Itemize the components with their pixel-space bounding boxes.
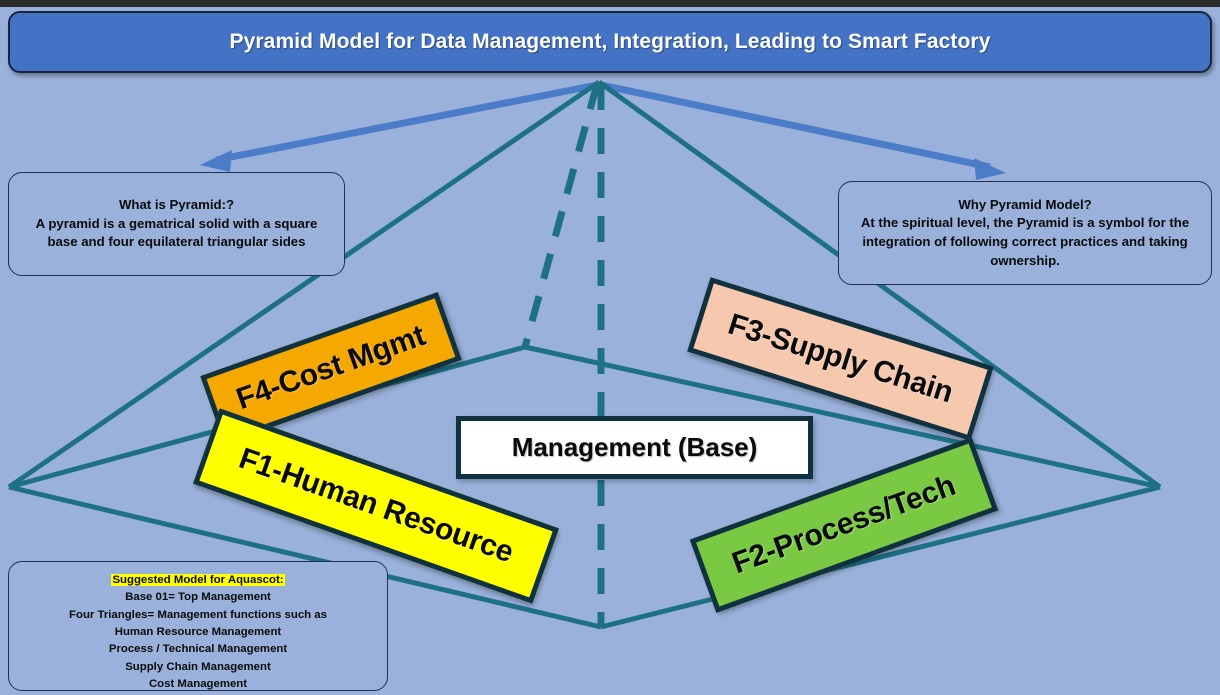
arrow-right [600, 81, 1006, 180]
edge-apex-left [7, 79, 601, 490]
page-title: Pyramid Model for Data Management, Integ… [229, 30, 991, 53]
suggested-model-line: Cost Management [148, 677, 248, 690]
callout-line: ownership. [990, 252, 1060, 268]
edge-apex-back-dashed [521, 83, 601, 348]
top-edge-strip [0, 0, 1220, 7]
suggested-model-line: Supply Chain Management [125, 660, 271, 673]
callout-line: What is Pyramid:? [118, 196, 235, 212]
callout-suggested-model: Suggested Model for Aquascot: Base 01= T… [8, 561, 388, 691]
callout-why-pyramid-model: Why Pyramid Model? At the spiritual leve… [838, 181, 1212, 285]
callout-what-is-pyramid-text: What is Pyramid:? A pyramid is a gematri… [36, 196, 318, 252]
base-management-box[interactable]: Management (Base) [456, 416, 813, 479]
callout-why-pyramid-model-text: Why Pyramid Model? At the spiritual leve… [861, 196, 1189, 271]
suggested-model-line: Four Triangles= Management functions suc… [69, 608, 327, 621]
callout-line: A pyramid is a gematrical solid with a s… [35, 215, 318, 231]
suggested-model-line: Human Resource Management [114, 625, 282, 638]
callout-line: Why Pyramid Model? [958, 196, 1092, 212]
suggested-model-line: Base 01= Top Management [125, 591, 271, 604]
slide-title-box: Pyramid Model for Data Management, Integ… [8, 11, 1212, 73]
edge-left-front [8, 484, 602, 630]
callout-line: At the spiritual level, the Pyramid is a… [860, 215, 1190, 231]
callout-suggested-model-text: Suggested Model for Aquascot: Base 01= T… [21, 572, 375, 693]
edge-back-right [524, 344, 1161, 490]
callout-line: integration of following correct practic… [862, 234, 1188, 249]
suggested-model-heading: Suggested Model for Aquascot: [111, 574, 285, 586]
callout-what-is-pyramid: What is Pyramid:? A pyramid is a gematri… [8, 172, 345, 276]
edge-front-right [600, 484, 1161, 630]
callout-line: base and four equilateral triangular sid… [47, 234, 306, 250]
suggested-model-line: Process / Technical Management [108, 643, 288, 656]
base-management-label: Management (Base) [511, 432, 758, 462]
arrow-left [200, 81, 598, 172]
